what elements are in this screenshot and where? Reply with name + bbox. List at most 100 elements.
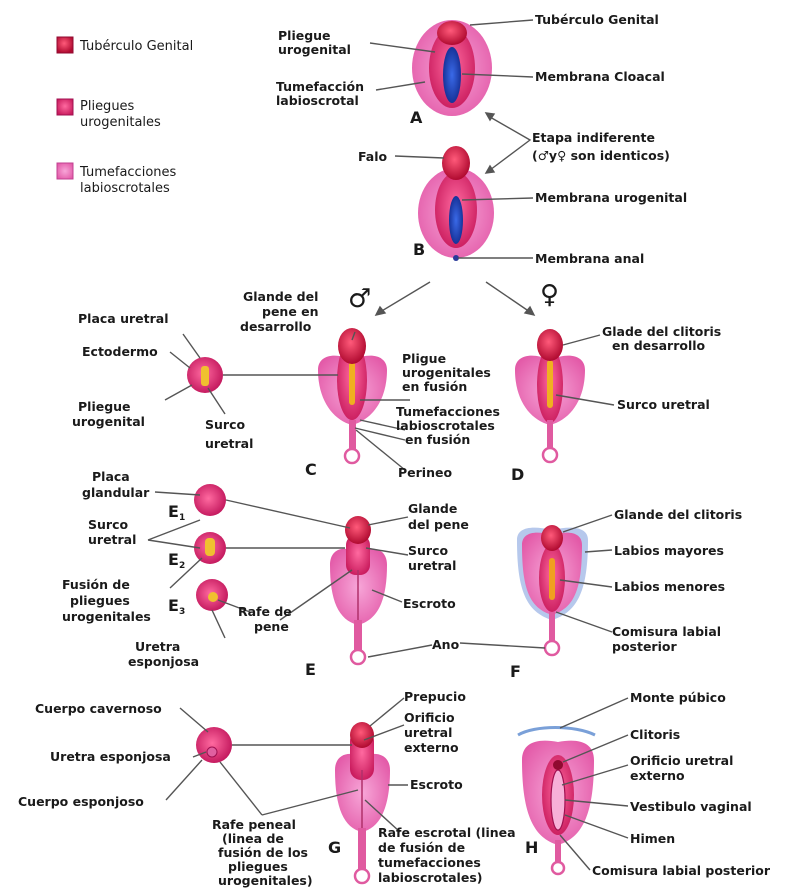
label-e-escroto: Escroto: [403, 597, 456, 611]
label-c-surco-1: Surco: [205, 418, 245, 432]
label-c-pliegue-2: urogenital: [72, 415, 145, 429]
stage-letter-a: A: [410, 108, 422, 127]
label-c-pliegue-1: Pliegue: [78, 400, 131, 414]
label-h-monte: Monte púbico: [630, 691, 726, 705]
label-d-surco: Surco uretral: [617, 398, 710, 412]
label-g-escroto: Escroto: [410, 778, 463, 792]
label-c-perineo: Perineo: [398, 466, 452, 480]
label-d-glade-1: Glade del clitoris: [602, 325, 721, 339]
stage-letter-h: H: [525, 838, 538, 857]
label-c-glande-1: Glande del: [243, 290, 318, 304]
label-g-esponjoso: Cuerpo esponjoso: [18, 795, 144, 809]
stage-letter-e3: E3: [168, 596, 185, 617]
label-g-prepucio: Prepucio: [404, 690, 466, 704]
label-e-rafe-1: Rafe de: [238, 605, 292, 619]
female-symbol: ♀: [540, 282, 559, 308]
label-e-glande-1: Glande: [408, 502, 457, 516]
legend-urogenital-folds-2: urogenitales: [80, 116, 161, 130]
stage-a-illustration: [412, 20, 492, 116]
label-h-orif-2: externo: [630, 769, 685, 783]
label-a-tumef-2: labioscrotal: [276, 94, 359, 108]
label-g-rafe-4: pliegues: [228, 860, 288, 874]
label-a-tuberculo: Tubérculo Genital: [535, 13, 659, 27]
label-g-rafe-1: Rafe peneal: [212, 818, 296, 832]
label-a-pliegue-1: Pliegue: [278, 29, 331, 43]
label-c-glande-2: pene en: [262, 305, 319, 319]
legend-labioscrotal-2: labioscrotales: [80, 182, 170, 196]
label-e-glande-2: del pene: [408, 518, 469, 532]
label-e-fusion-1: Fusión de: [62, 578, 130, 592]
label-a-pliegue-2: urogenital: [278, 43, 351, 57]
label-h-vestibulo: Vestibulo vaginal: [630, 800, 752, 814]
stage-b-illustration: [418, 146, 494, 261]
label-e-uretra-2: esponjosa: [128, 655, 199, 669]
label-b-mem-anal: Membrana anal: [535, 252, 644, 266]
label-e-surco-r2: uretral: [408, 559, 456, 573]
legend-swatches: [57, 37, 73, 179]
label-h-himen: Himen: [630, 832, 675, 846]
label-ano: Ano: [432, 638, 459, 652]
label-g-rafe-5: urogenitales): [218, 874, 313, 888]
stage-letter-d: D: [511, 465, 524, 484]
label-d-glade-2: en desarrollo: [612, 339, 705, 353]
label-g-orif-3: externo: [404, 741, 459, 755]
label-g-rafe-esc-3: tumefacciones: [378, 856, 481, 870]
stage-e-illustration: [330, 516, 387, 664]
label-c-ecto: Ectodermo: [82, 345, 158, 359]
label-e-rafe-2: pene: [254, 620, 289, 634]
label-e-surco-r1: Surco: [408, 544, 448, 558]
male-symbol: ♂: [348, 286, 371, 312]
label-e-surco-2: uretral: [88, 533, 136, 547]
label-etapa-1: Etapa indiferente: [532, 131, 655, 145]
label-e-placa-2: glandular: [82, 486, 149, 500]
label-c-pligue-3: en fusión: [402, 380, 467, 394]
label-f-menores: Labios menores: [614, 580, 725, 594]
label-e-placa-1: Placa: [92, 470, 130, 484]
label-e-surco-1: Surco: [88, 518, 128, 532]
label-a-membrana: Membrana Cloacal: [535, 70, 665, 84]
label-g-rafe-2: (linea de: [222, 832, 284, 846]
label-c-surco-2: uretral: [205, 437, 253, 451]
stage-f-illustration: [517, 525, 588, 655]
legend-labioscrotal-1: Tumefacciones: [80, 166, 176, 180]
label-g-orif-2: uretral: [404, 726, 452, 740]
label-g-rafe-esc-1: Rafe escrotal (linea: [378, 826, 516, 840]
legend-genital-tubercle: Tubérculo Genital: [80, 40, 193, 54]
label-g-uretra: Uretra esponjosa: [50, 750, 171, 764]
stage-letter-e2: E2: [168, 550, 185, 571]
label-e-uretra-1: Uretra: [135, 640, 180, 654]
label-g-rafe-3: fusión de los: [218, 846, 308, 860]
stage-d-illustration: [515, 329, 585, 462]
label-etapa-2: (♂y♀ son identicos): [532, 149, 670, 163]
label-f-comisura-2: posterior: [612, 640, 677, 654]
label-g-rafe-esc-4: labioscrotales): [378, 871, 482, 885]
label-g-cavernoso: Cuerpo cavernoso: [35, 702, 162, 716]
label-g-orif-1: Orificio: [404, 711, 455, 725]
label-b-falo: Falo: [358, 150, 387, 164]
label-c-tumef-3: en fusión: [405, 433, 470, 447]
label-g-rafe-esc-2: de fusión de: [378, 841, 465, 855]
stage-letter-b: B: [413, 240, 425, 259]
stage-letter-c: C: [305, 460, 317, 479]
label-c-tumef-1: Tumefacciones: [396, 405, 500, 419]
label-b-mem-uro: Membrana urogenital: [535, 191, 687, 205]
label-c-glande-3: desarrollo: [240, 320, 311, 334]
stage-letter-e: E: [305, 660, 316, 679]
label-h-comisura: Comisura labial posterior: [592, 864, 770, 878]
label-h-orif-1: Orificio uretral: [630, 754, 733, 768]
label-f-comisura-1: Comisura labial: [612, 625, 721, 639]
label-e-fusion-2: pliegues: [70, 594, 130, 608]
stage-letter-f: F: [510, 662, 521, 681]
label-f-mayores: Labios mayores: [614, 544, 724, 558]
label-a-tumef-1: Tumefacción: [276, 80, 364, 94]
stage-letter-g: G: [328, 838, 341, 857]
label-e-fusion-3: urogenitales: [62, 610, 151, 624]
label-c-pligue-2: urogenitales: [402, 366, 491, 380]
label-f-glande: Glande del clitoris: [614, 508, 742, 522]
legend-urogenital-folds-1: Pliegues: [80, 100, 134, 114]
label-c-tumef-2: labioscrotales: [396, 419, 495, 433]
label-c-pligue-1: Pligue: [402, 352, 446, 366]
label-h-clitoris: Clitoris: [630, 728, 680, 742]
stage-letter-e1: E1: [168, 502, 185, 523]
label-c-placa: Placa uretral: [78, 312, 168, 326]
